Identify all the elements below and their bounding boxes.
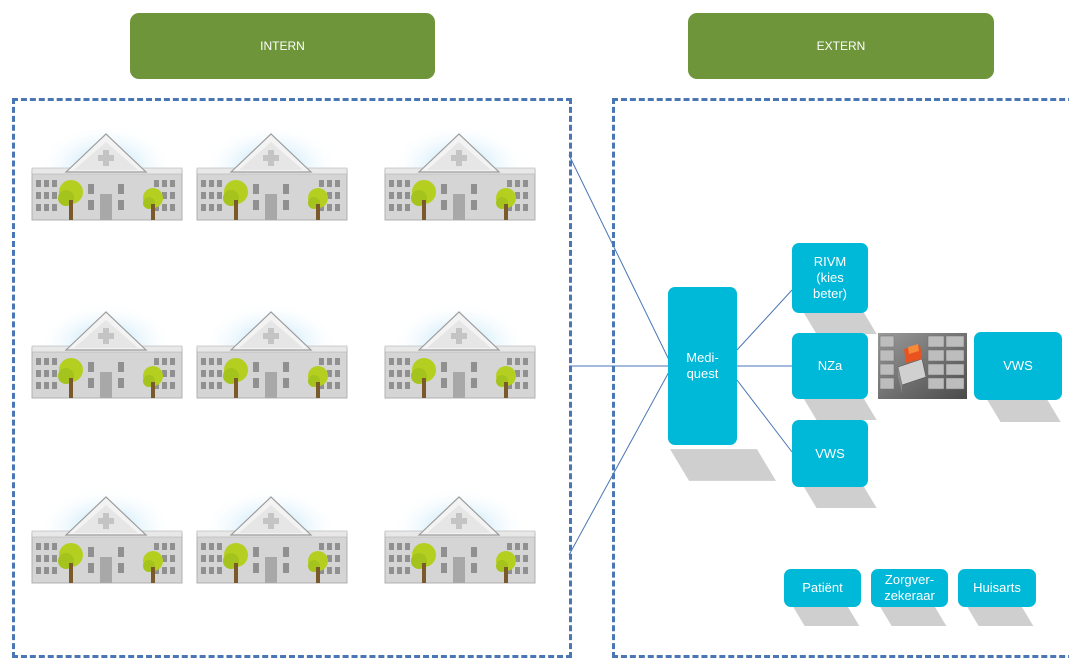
vws-shadow — [803, 486, 877, 508]
stakeholder-huisarts-label: Huisarts — [973, 580, 1021, 595]
hospital-building-icon — [28, 120, 183, 225]
stakeholder-zorgverzekeraar-label: Zorgver- zekeraar — [884, 572, 935, 603]
hospital-building-icon — [381, 298, 536, 403]
zorgverzekeraar-shadow — [879, 606, 947, 626]
nza-shadow — [803, 398, 877, 420]
intern-header: INTERN — [130, 13, 435, 79]
hospital-building-icon — [193, 483, 348, 588]
connector-line — [568, 154, 671, 363]
hospital-building-icon — [193, 298, 348, 403]
rivm-shadow — [803, 312, 877, 334]
intern-header-label: INTERN — [260, 39, 305, 53]
extern-header: EXTERN — [688, 13, 994, 79]
archive-vws-shadow — [987, 400, 1061, 422]
agency-rivm-label: RIVM (kies beter) — [813, 254, 847, 301]
extern-header-label: EXTERN — [816, 39, 866, 53]
agency-vws-label: VWS — [815, 445, 845, 461]
mediquest-hub: Medi- quest — [668, 287, 737, 445]
archive-vws-label: VWS — [1003, 358, 1033, 373]
connector-line — [736, 379, 793, 453]
filing-cabinet-icon — [878, 333, 967, 399]
agency-nza: NZa — [792, 333, 868, 399]
hub-shadow — [670, 449, 776, 481]
connector-lines — [568, 154, 793, 556]
stakeholder-zorgverzekeraar: Zorgver- zekeraar — [871, 569, 948, 607]
agency-nza-label: NZa — [817, 358, 843, 373]
hospital-building-icon — [381, 483, 536, 588]
patient-shadow — [792, 606, 860, 626]
agency-vws: VWS — [792, 420, 868, 487]
agency-rivm: RIVM (kies beter) — [792, 243, 868, 313]
stakeholder-patient-label: Patiënt — [802, 580, 843, 595]
hospital-building-icon — [193, 120, 348, 225]
hospital-building-icon — [28, 298, 183, 403]
connector-line — [568, 369, 671, 556]
archive-vws: VWS — [974, 332, 1062, 400]
stakeholder-huisarts: Huisarts — [958, 569, 1036, 607]
hospital-building-icon — [381, 120, 536, 225]
connector-line — [736, 289, 793, 351]
hospital-building-icon — [28, 483, 183, 588]
huisarts-shadow — [966, 606, 1034, 626]
mediquest-label: Medi- quest — [686, 350, 719, 381]
stakeholder-patient: Patiënt — [784, 569, 861, 607]
